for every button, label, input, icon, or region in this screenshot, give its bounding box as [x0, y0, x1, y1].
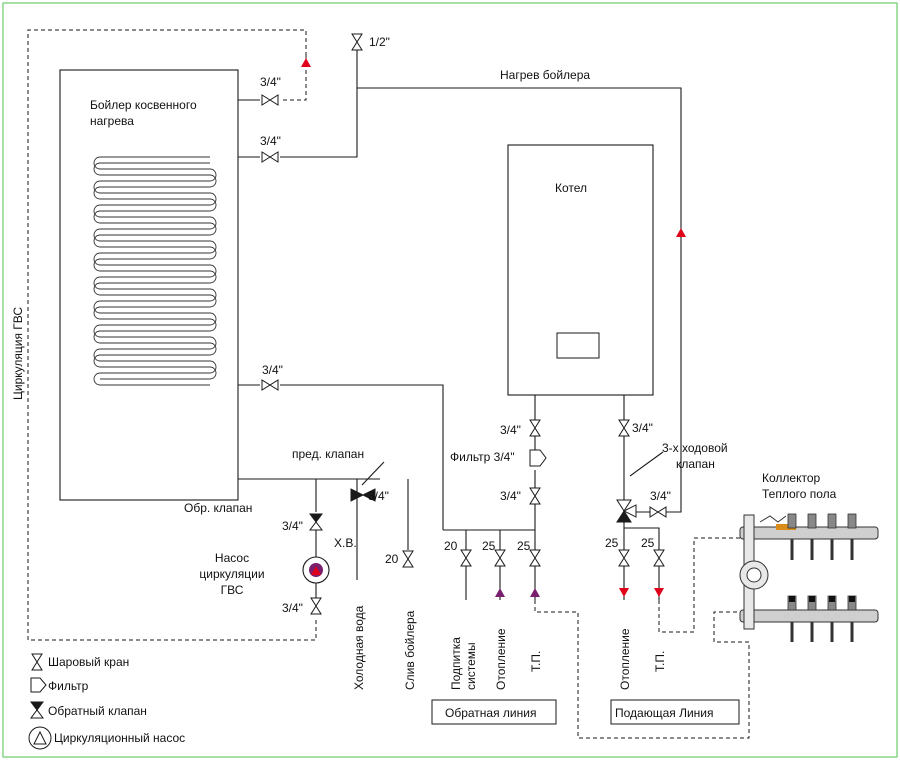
recirculation-loop: [27, 29, 317, 641]
valve-coil-out-size: 3/4": [262, 363, 283, 377]
kotel-display: [556, 332, 600, 359]
supply-heat-valve-size: 25: [605, 536, 619, 550]
filter-icon: [30, 677, 47, 693]
obr-klapan-label: Обр. клапан: [184, 501, 252, 515]
check-valve-icon: [30, 701, 44, 719]
boiler-label-line1: Бойлер косвенного: [90, 98, 197, 112]
three-way-label-2: клапан: [676, 457, 715, 471]
legend-check-valve: Обратный клапан: [48, 704, 147, 718]
pump-label-1: Насос: [215, 551, 249, 565]
boiler-heating-label: Нагрев бойлера: [500, 68, 590, 82]
pump-label-2: циркуляции: [199, 567, 264, 581]
boiler-heating-coil: [93, 156, 217, 386]
return-line-box: [431, 699, 557, 725]
safety-valve-icon: [350, 488, 376, 502]
kotel-label: Котел: [555, 181, 587, 195]
supply-tp-valve-size: 25: [641, 536, 655, 550]
legend-pump: Циркуляционный насос: [54, 731, 185, 745]
makeup-label-1: Подпитка: [449, 637, 463, 690]
pump-label-3: ГВС: [221, 583, 244, 597]
recirc-arrow: [301, 58, 311, 67]
valve-top-size: 3/4": [260, 75, 281, 89]
supply-heating-label: Отопление: [618, 628, 632, 690]
drain-valve-size: 20: [385, 552, 399, 566]
supply-line-label: Подающая Линия: [615, 706, 714, 720]
bypass-valve-size: 3/4": [650, 489, 671, 503]
cold-water-label: Холодная вода: [352, 605, 366, 690]
check-valve-recirc: [309, 513, 323, 531]
xv-label: Х.В.: [334, 536, 357, 550]
filter-label: Фильтр 3/4": [450, 450, 515, 464]
makeup-label-2: системы: [464, 642, 478, 690]
legend: Шаровый кран Фильтр Обратный клапан Цирк…: [28, 653, 185, 750]
boiler-tank: [59, 69, 239, 501]
boiler-label-line2: нагрева: [90, 114, 134, 128]
supply-tp-label: Т.П.: [653, 651, 667, 672]
legend-ball-valve: Шаровый кран: [48, 655, 129, 669]
return-heat-valve-size: 25: [482, 539, 496, 553]
return-line-label: Обратная линия: [445, 706, 536, 720]
three-way-valve-icon: [616, 499, 637, 523]
supply-line-box: [610, 699, 740, 725]
return-heating-label: Отопление: [494, 628, 508, 690]
boiler-heating-line: [357, 87, 682, 513]
ball-valve-icon: [31, 653, 43, 671]
collector-label-2: Теплого пола: [762, 487, 837, 501]
pred-klapan-label: пред. клапан: [292, 447, 364, 461]
circulation-pump-icon: [28, 726, 52, 750]
recirc-label: Циркуляция ГВС: [11, 307, 25, 400]
return-tp-valve-size: 25: [517, 539, 531, 553]
safety-valve-size: 3/4": [368, 489, 389, 503]
return-tp-label: Т.П.: [529, 651, 543, 672]
return-valve2-size: 3/4": [500, 489, 521, 503]
return-valve-size: 3/4": [500, 423, 521, 437]
drain-label: Слив бойлера: [403, 610, 417, 690]
filter-icon-return: [529, 449, 547, 467]
makeup-valve-size: 20: [444, 539, 458, 553]
valve-coil-in-size: 3/4": [260, 134, 281, 148]
underfloor-collector: [739, 513, 879, 642]
legend-filter: Фильтр: [48, 679, 89, 693]
obr-klapan-size: 3/4": [282, 519, 303, 533]
collector-label-1: Коллектор: [762, 471, 820, 485]
vent-valve-size: 1/2": [369, 35, 390, 49]
pump-valve-size: 3/4": [282, 601, 303, 615]
heating-arrow: [676, 228, 686, 237]
supply-valve-size: 3/4": [632, 421, 653, 435]
three-way-label-1: 3-х ходовой: [662, 441, 728, 455]
